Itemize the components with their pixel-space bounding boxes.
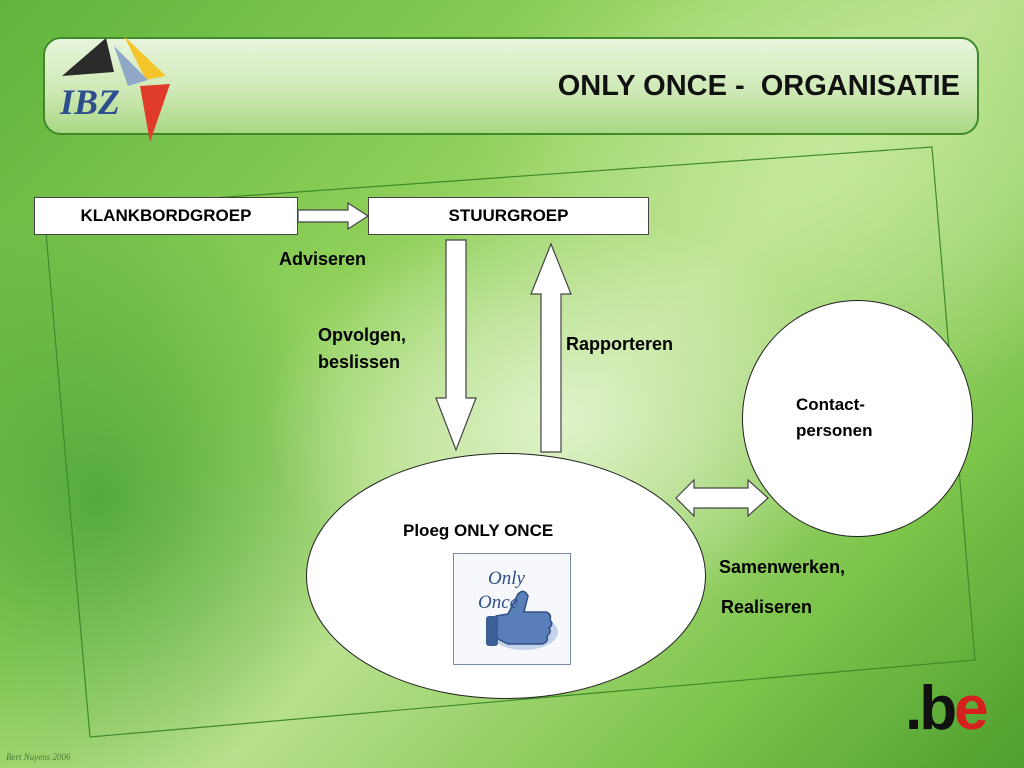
- collaborate-arrow: [675, 478, 769, 518]
- down-arrow: [435, 239, 477, 452]
- rapporteren-label: Rapporteren: [566, 334, 674, 354]
- samenwerken-label: Samenwerken,: [719, 557, 846, 577]
- be-logo-dot: .: [905, 674, 922, 743]
- be-logo: .be: [905, 673, 989, 744]
- frame-outline: [43, 146, 976, 738]
- thumb-cuff: [486, 616, 498, 646]
- klankbordgroep-box: KLANKBORDGROEP: [34, 197, 298, 235]
- ibz-logo: IBZ: [59, 36, 170, 142]
- opvolgen-label-line1: Opvolgen,: [318, 325, 407, 345]
- logo-black-triangle: [62, 38, 114, 76]
- logo-yellow-triangle: [124, 36, 166, 80]
- stuurgroep-box: STUURGROEP: [368, 197, 649, 235]
- be-logo-b: b: [919, 674, 957, 743]
- contactpersonen-label-line2: personen: [796, 421, 873, 440]
- ploeg-label: Ploeg ONLY ONCE: [403, 521, 554, 540]
- contactpersonen-label-line1: Contact-: [796, 395, 865, 414]
- thumb-shape: [495, 590, 553, 645]
- page-title: ONLY ONCE - ORGANISATIE: [557, 70, 960, 102]
- klankbordgroep-label: KLANKBORDGROEP: [80, 206, 252, 225]
- contactpersonen-node: [742, 300, 973, 537]
- only-once-logo-line2: Once: [478, 592, 518, 613]
- opvolgen-label-line2: beslissen: [318, 352, 401, 372]
- adviseren-label: Adviseren: [279, 249, 367, 269]
- stuurgroep-label: STUURGROEP: [448, 206, 569, 225]
- realiseren-label: Realiseren: [721, 597, 813, 617]
- logo-text: IBZ: [59, 82, 120, 122]
- header-banner: [43, 37, 979, 135]
- only-once-logo: Only Once: [453, 553, 571, 665]
- advise-arrow: [297, 201, 370, 231]
- thumbs-up-icon: Only Once: [478, 568, 558, 650]
- logo-red-triangle: [140, 84, 170, 142]
- be-logo-e: e: [954, 674, 989, 743]
- logo-blue-triangle: [114, 46, 148, 86]
- footer-note: Bert Nuyens 2006: [6, 752, 71, 762]
- only-once-logo-line1: Only: [488, 568, 526, 589]
- up-arrow: [530, 242, 572, 453]
